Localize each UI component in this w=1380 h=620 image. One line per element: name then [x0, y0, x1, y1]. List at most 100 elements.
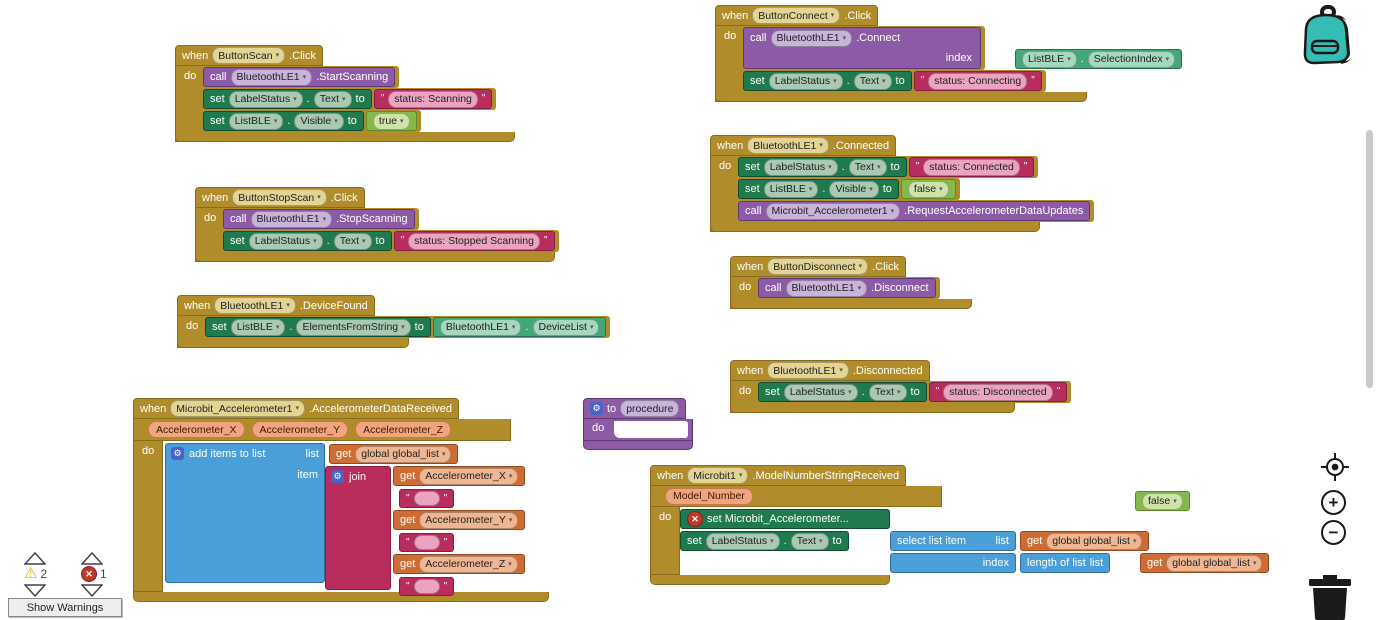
string-value[interactable]: [413, 579, 440, 594]
logic-value-dropdown[interactable]: false▾: [1142, 492, 1183, 510]
string-value[interactable]: status: Stopped Scanning: [408, 232, 540, 250]
text-string-block[interactable]: " status: Scanning ": [373, 89, 493, 109]
component-dropdown[interactable]: BluetoothLE1▾: [770, 29, 853, 47]
set-labelstatus-text-block[interactable]: set LabelStatus▾ . Text▾ to: [743, 71, 912, 91]
set-listble-visible-block[interactable]: set ListBLE▾ . Visible▾ to: [203, 111, 364, 131]
text-string-block[interactable]: " status: Connected ": [908, 157, 1035, 177]
set-labelstatus-text-block[interactable]: set LabelStatus▾ . Text▾ to: [680, 531, 849, 551]
component-dropdown[interactable]: BluetoothLE1▾: [785, 279, 868, 297]
component-dropdown[interactable]: BluetoothLE1▾: [230, 68, 313, 86]
property-owner-dropdown[interactable]: LabelStatus▾: [768, 72, 843, 90]
property-owner-dropdown[interactable]: ListBLE▾: [763, 180, 819, 198]
procedure-name-field[interactable]: procedure: [620, 400, 680, 417]
mutator-gear-icon[interactable]: ⚙: [171, 447, 184, 460]
join-block[interactable]: ⚙ join: [325, 466, 391, 590]
get-global-list-block[interactable]: get global global_list▾: [1020, 531, 1150, 551]
error-badge-icon[interactable]: ✕: [687, 511, 703, 527]
text-string-block[interactable]: " status: Stopped Scanning ": [393, 231, 555, 251]
set-listble-visible-block[interactable]: set ListBLE▾ . Visible▾ to: [738, 179, 899, 199]
selectionindex-getter-block[interactable]: ListBLE▾ . SelectionIndex▾: [1015, 49, 1183, 69]
floating-logic-false-block[interactable]: false▾: [1135, 491, 1190, 511]
string-value[interactable]: status: Connecting: [928, 72, 1028, 90]
logic-value-dropdown[interactable]: true▾: [372, 112, 410, 130]
component-dropdown[interactable]: Microbit_Accelerometer1▾: [170, 400, 305, 417]
param-accelerometer-x[interactable]: Accelerometer_X: [148, 421, 245, 438]
warning-nav-down[interactable]: [24, 584, 46, 597]
get-global-list-block[interactable]: get global global_list▾: [329, 444, 459, 464]
procedure-header[interactable]: ⚙ to procedure: [583, 398, 687, 419]
component-dropdown[interactable]: ButtonScan▾: [212, 47, 286, 64]
show-warnings-button[interactable]: Show Warnings: [8, 598, 122, 617]
text-space-block[interactable]: "": [399, 577, 455, 596]
variable-dropdown[interactable]: Accelerometer_Y▾: [419, 511, 519, 529]
vertical-scrollbar[interactable]: [1366, 130, 1373, 388]
trash-can-icon[interactable]: [1305, 574, 1355, 620]
call-disconnect-block[interactable]: call BluetoothLE1▾ .Disconnect: [758, 278, 936, 298]
mutator-gear-icon[interactable]: ⚙: [331, 470, 344, 483]
select-list-item-block[interactable]: select list item list: [890, 531, 1016, 551]
param-accelerometer-y[interactable]: Accelerometer_Y: [251, 421, 349, 438]
backpack-icon[interactable]: [1298, 5, 1360, 74]
component-dropdown[interactable]: ButtonConnect▾: [752, 7, 841, 24]
error-nav-down[interactable]: [81, 584, 103, 597]
property-dropdown[interactable]: Visible▾: [829, 180, 879, 198]
component-dropdown[interactable]: BluetoothLE1▾: [747, 137, 829, 154]
variable-dropdown[interactable]: global global_list▾: [355, 445, 452, 463]
property-dropdown[interactable]: Text▾: [333, 232, 372, 250]
event-header[interactable]: when Microbit1▾ .ModelNumberStringReceiv…: [650, 465, 907, 486]
property-dropdown[interactable]: ElementsFromString▾: [296, 318, 411, 336]
property-owner-dropdown[interactable]: ListBLE▾: [230, 318, 286, 336]
property-dropdown[interactable]: DeviceList▾: [532, 318, 600, 336]
call-stopscanning-block[interactable]: call BluetoothLE1▾ .StopScanning: [223, 209, 415, 229]
text-string-block[interactable]: " status: Connecting ": [913, 71, 1042, 91]
property-dropdown[interactable]: Text▾: [853, 72, 892, 90]
add-items-to-list-block[interactable]: ⚙ add items to list list item: [165, 443, 325, 583]
component-dropdown[interactable]: ButtonStopScan▾: [232, 189, 327, 206]
logic-true-block[interactable]: true▾: [365, 111, 417, 131]
event-header[interactable]: when BluetoothLE1▾ .Disconnected: [730, 360, 930, 381]
variable-dropdown[interactable]: Accelerometer_X▾: [419, 467, 519, 485]
event-header[interactable]: when ButtonStopScan▾ .Click: [195, 187, 365, 208]
component-dropdown[interactable]: ListBLE▾: [1022, 50, 1077, 68]
property-owner-dropdown[interactable]: LabelStatus▾: [763, 158, 838, 176]
component-dropdown[interactable]: BluetoothLE1▾: [214, 297, 296, 314]
property-owner-dropdown[interactable]: LabelStatus▾: [248, 232, 323, 250]
component-dropdown[interactable]: ButtonDisconnect▾: [767, 258, 869, 275]
set-labelstatus-text-block[interactable]: set LabelStatus▾ . Text▾ to: [738, 157, 907, 177]
warning-nav-up[interactable]: [24, 552, 46, 565]
param-accelerometer-z[interactable]: Accelerometer_Z: [355, 421, 452, 438]
property-dropdown[interactable]: Text▾: [868, 383, 907, 401]
mutator-gear-icon[interactable]: ⚙: [590, 402, 603, 415]
event-header[interactable]: when Microbit_Accelerometer1▾ .Accelerom…: [133, 398, 460, 419]
string-value[interactable]: status: Disconnected: [943, 383, 1053, 401]
text-space-block[interactable]: "": [399, 533, 455, 552]
text-string-block[interactable]: " status: Disconnected ": [928, 382, 1068, 402]
call-connect-block[interactable]: call BluetoothLE1▾ .Connect index: [743, 27, 981, 69]
variable-dropdown[interactable]: global global_list▾: [1166, 554, 1263, 572]
zoom-in-button[interactable]: +: [1321, 490, 1346, 515]
logic-value-dropdown[interactable]: false▾: [907, 180, 949, 198]
event-header[interactable]: when BluetoothLE1▾ .Connected: [710, 135, 897, 156]
component-dropdown[interactable]: BluetoothLE1▾: [250, 210, 333, 228]
string-value[interactable]: status: Scanning: [388, 90, 478, 108]
call-startscanning-block[interactable]: call BluetoothLE1▾ .StartScanning: [203, 67, 396, 87]
zoom-out-button[interactable]: −: [1321, 520, 1346, 545]
set-labelstatus-text-block[interactable]: set LabelStatus▾ . Text▾ to: [223, 231, 392, 251]
set-elementsfromstring-block[interactable]: set ListBLE▾ . ElementsFromString▾ to: [205, 317, 431, 337]
property-dropdown[interactable]: Visible▾: [294, 112, 344, 130]
center-blocks-icon[interactable]: [1321, 453, 1349, 486]
component-dropdown[interactable]: Microbit1▾: [687, 467, 749, 484]
property-dropdown[interactable]: Text▾: [313, 90, 352, 108]
get-accelerometer-x-block[interactable]: get Accelerometer_X▾: [393, 466, 526, 486]
devicelist-getter-block[interactable]: BluetoothLE1▾ . DeviceList▾: [432, 317, 607, 337]
property-owner-dropdown[interactable]: LabelStatus▾: [705, 532, 780, 550]
property-owner-dropdown[interactable]: ListBLE▾: [228, 112, 284, 130]
property-dropdown[interactable]: Text▾: [790, 532, 829, 550]
get-accelerometer-z-block[interactable]: get Accelerometer_Z▾: [393, 554, 525, 574]
logic-false-block[interactable]: false▾: [900, 179, 956, 199]
error-nav-up[interactable]: [81, 552, 103, 565]
property-dropdown[interactable]: Text▾: [848, 158, 887, 176]
property-dropdown[interactable]: SelectionIndex▾: [1087, 50, 1176, 68]
event-header[interactable]: when ButtonDisconnect▾ .Click: [730, 256, 907, 277]
